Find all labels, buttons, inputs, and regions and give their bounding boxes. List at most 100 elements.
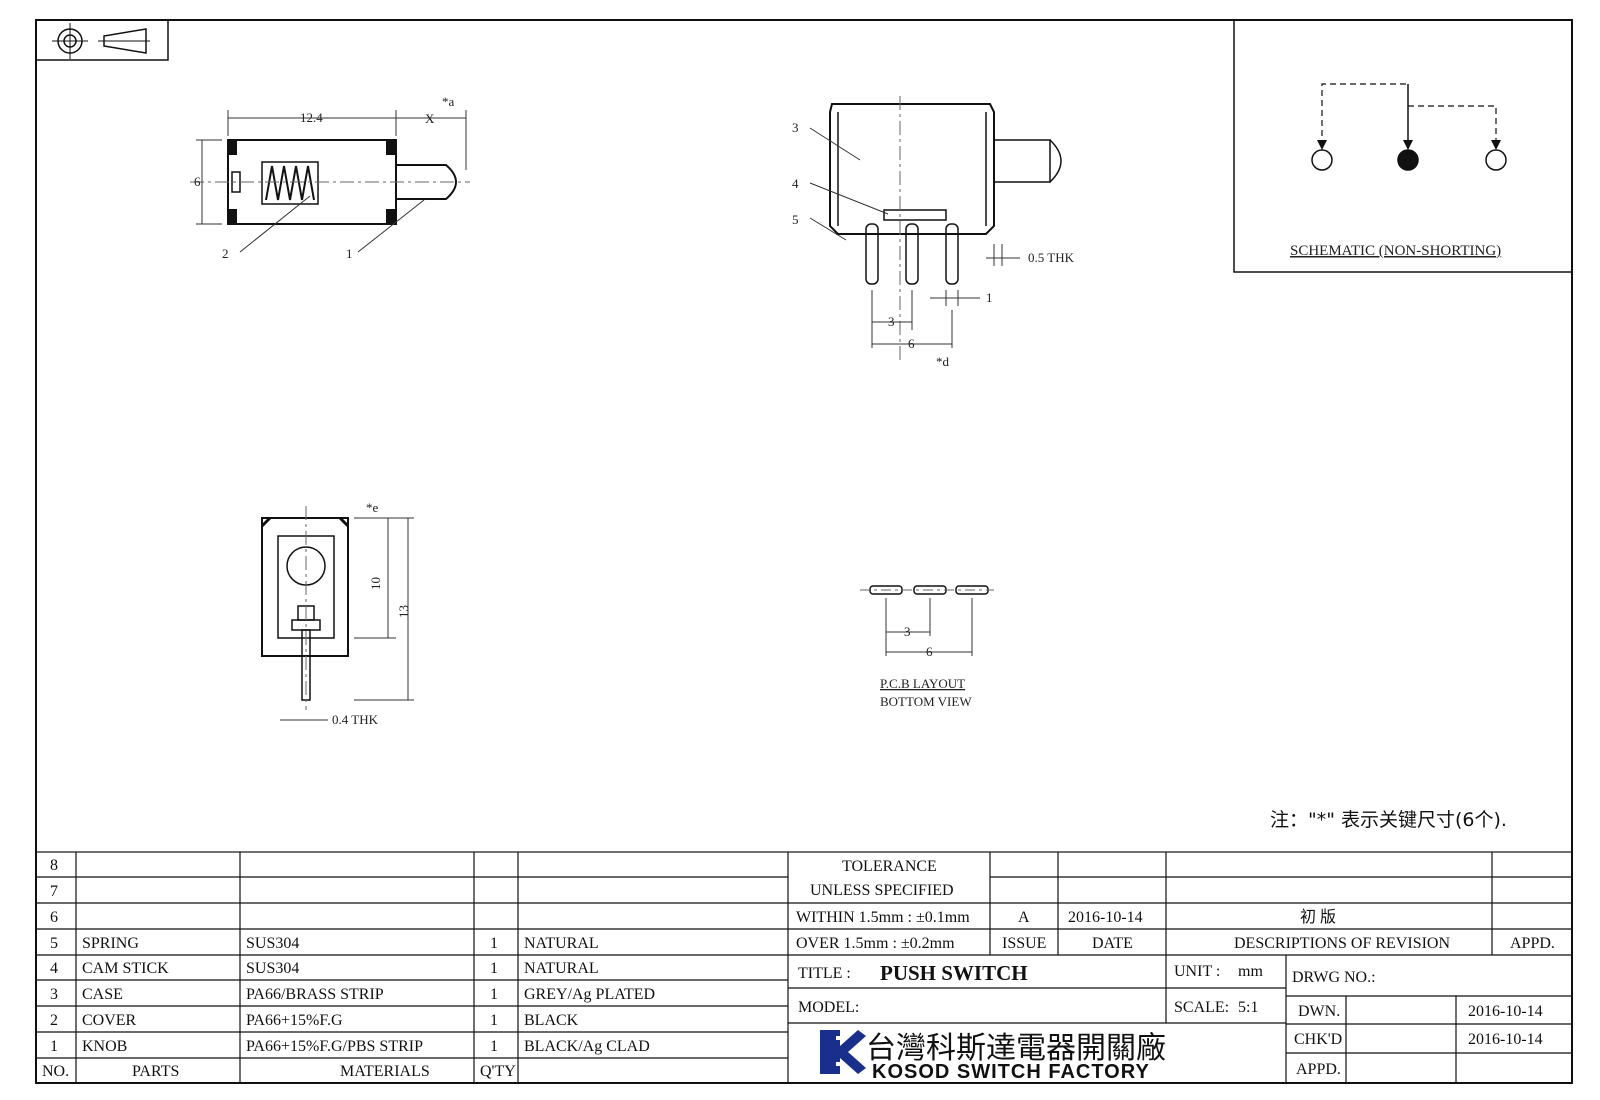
bom-row: 6 xyxy=(50,909,58,926)
svg-text:GREY/Ag PLATED: GREY/Ag PLATED xyxy=(524,986,655,1003)
schematic-panel: SCHEMATIC (NON-SHORTING) xyxy=(1233,19,1573,273)
revision-date: 2016-10-14 xyxy=(1068,909,1143,926)
contact-open-left-icon xyxy=(1311,149,1333,171)
svg-text:4: 4 xyxy=(50,960,58,977)
dwn-label: DWN. xyxy=(1298,1003,1340,1020)
svg-text:KNOB: KNOB xyxy=(82,1038,127,1055)
svg-text:3: 3 xyxy=(50,986,58,1003)
bom-rows: 8 7 6 5 SPRING SUS304 1 NATURAL 4 CAM ST… xyxy=(42,857,655,1080)
bom-row: 7 xyxy=(50,883,58,900)
dim-span-pcb: 6 xyxy=(926,644,933,659)
tolerance-line1: TOLERANCE xyxy=(842,858,937,875)
svg-text:1: 1 xyxy=(490,960,498,977)
dim-outer-height: 13 xyxy=(396,605,411,618)
dwn-date: 2016-10-14 xyxy=(1468,1003,1543,1020)
dim-inner-height: 10 xyxy=(368,577,383,590)
svg-text:PA66/BRASS STRIP: PA66/BRASS STRIP xyxy=(246,986,384,1003)
svg-text:1: 1 xyxy=(50,1038,58,1055)
chkd-date: 2016-10-14 xyxy=(1468,1031,1543,1048)
company-logo-icon xyxy=(820,1030,866,1074)
dim-travel: X xyxy=(425,111,435,126)
dim-pitch-pcb: 3 xyxy=(904,624,911,639)
key-mark-a: *a xyxy=(442,94,455,109)
svg-text:BLACK/Ag CLAD: BLACK/Ag CLAD xyxy=(524,1038,650,1055)
svg-text:5: 5 xyxy=(50,935,58,952)
model-label: MODEL: xyxy=(798,999,859,1016)
top-view: 12.4 X *a 6 2 1 xyxy=(190,94,470,261)
bom-row: 2 COVER PA66+15%F.G 1 BLACK xyxy=(50,1012,579,1029)
svg-text:7: 7 xyxy=(50,883,58,900)
bom-row: 3 CASE PA66/BRASS STRIP 1 GREY/Ag PLATED xyxy=(50,986,655,1003)
svg-text:2: 2 xyxy=(50,1012,58,1029)
tolerance-line3: WITHIN 1.5mm : ±0.1mm xyxy=(796,909,970,926)
dim-thk-04: 0.4 THK xyxy=(332,712,379,727)
revision-issue: A xyxy=(1018,909,1030,926)
scale-label: SCALE: xyxy=(1174,999,1229,1016)
tolerance-block: TOLERANCE UNLESS SPECIFIED WITHIN 1.5mm … xyxy=(796,858,970,952)
revision-block: A 2016-10-14 初 版 ISSUE DATE DESCRIPTIONS… xyxy=(1002,908,1555,952)
company-name-cn: 台灣科斯達電器開關廠 xyxy=(866,1031,1166,1066)
title-label: TITLE : xyxy=(798,965,851,982)
dim-pitch-side: 3 xyxy=(888,314,895,329)
side-view: 3 4 5 0.5 THK 1 3 6 *d xyxy=(792,96,1075,369)
bom-row: 5 SPRING SUS304 1 NATURAL xyxy=(50,935,599,952)
svg-text:PARTS: PARTS xyxy=(132,1063,179,1080)
svg-text:SPRING: SPRING xyxy=(82,935,139,952)
svg-text:8: 8 xyxy=(50,857,58,874)
svg-text:1: 1 xyxy=(490,986,498,1003)
projection-symbol-icon xyxy=(35,19,169,61)
svg-text:NATURAL: NATURAL xyxy=(524,960,599,977)
key-dimension-note: 注："*" 表示关键尺寸(6个). xyxy=(1270,809,1507,831)
front-view: 10 13 *e 0.4 THK xyxy=(260,500,414,727)
rev-header-description: DESCRIPTIONS OF REVISION xyxy=(1234,935,1450,952)
schematic-label: SCHEMATIC (NON-SHORTING) xyxy=(1290,243,1501,259)
svg-text:MATERIALS: MATERIALS xyxy=(340,1063,430,1080)
svg-text:PA66+15%F.G/PBS STRIP: PA66+15%F.G/PBS STRIP xyxy=(246,1038,423,1055)
appd-label: APPD. xyxy=(1296,1061,1341,1078)
dim-thk-05: 0.5 THK xyxy=(1028,250,1075,265)
key-mark-d: *d xyxy=(936,354,950,369)
unit-label: UNIT : xyxy=(1174,963,1220,980)
contact-common-icon xyxy=(1397,149,1419,171)
callout-cam: 4 xyxy=(792,176,799,191)
pcb-layout-view: 3 6 P.C.B LAYOUT BOTTOM VIEW xyxy=(860,585,994,709)
rev-header-issue: ISSUE xyxy=(1002,935,1046,952)
callout-case: 3 xyxy=(792,120,799,135)
svg-text:NATURAL: NATURAL xyxy=(524,935,599,952)
svg-text:1: 1 xyxy=(490,1012,498,1029)
svg-text:BLACK: BLACK xyxy=(524,1012,579,1029)
svg-text:SUS304: SUS304 xyxy=(246,935,299,952)
svg-text:6: 6 xyxy=(50,909,58,926)
svg-text:1: 1 xyxy=(490,1038,498,1055)
unit-value: mm xyxy=(1238,963,1263,980)
drawing-title: PUSH SWITCH xyxy=(880,961,1028,985)
scale-value: 5:1 xyxy=(1238,999,1258,1016)
callout-spring: 2 xyxy=(222,246,229,261)
bom-row: 1 KNOB PA66+15%F.G/PBS STRIP 1 BLACK/Ag … xyxy=(50,1038,650,1055)
svg-text:NO.: NO. xyxy=(42,1063,69,1080)
svg-text:PA66+15%F.G: PA66+15%F.G xyxy=(246,1012,343,1029)
dim-length: 12.4 xyxy=(300,110,323,125)
dim-span-side: 6 xyxy=(908,336,915,351)
svg-text:CASE: CASE xyxy=(82,986,123,1003)
chkd-label: CHK'D xyxy=(1294,1031,1342,1048)
callout-spring-side: 5 xyxy=(792,212,799,227)
svg-text:CAM STICK: CAM STICK xyxy=(82,960,169,977)
title-block: TITLE : PUSH SWITCH UNIT : mm MODEL: SCA… xyxy=(798,961,1543,1078)
dim-pin-width: 1 xyxy=(986,290,993,305)
bom-table-grid xyxy=(35,851,1573,1084)
tolerance-line4: OVER 1.5mm : ±0.2mm xyxy=(796,935,955,952)
rev-header-date: DATE xyxy=(1092,935,1133,952)
dim-height: 6 xyxy=(194,174,201,189)
rev-header-appd: APPD. xyxy=(1510,935,1555,952)
pcb-title-line1: P.C.B LAYOUT xyxy=(880,676,965,691)
bom-header-row: NO. PARTS MATERIALS Q'TY xyxy=(42,1063,516,1080)
bom-row: 8 xyxy=(50,857,58,874)
pcb-title-line2: BOTTOM VIEW xyxy=(880,694,972,709)
revision-description: 初 版 xyxy=(1300,908,1336,926)
bom-row: 4 CAM STICK SUS304 1 NATURAL xyxy=(50,960,599,977)
company-name-en: KOSOD SWITCH FACTORY xyxy=(872,1061,1150,1083)
drwg-no-label: DRWG NO.: xyxy=(1292,969,1376,986)
